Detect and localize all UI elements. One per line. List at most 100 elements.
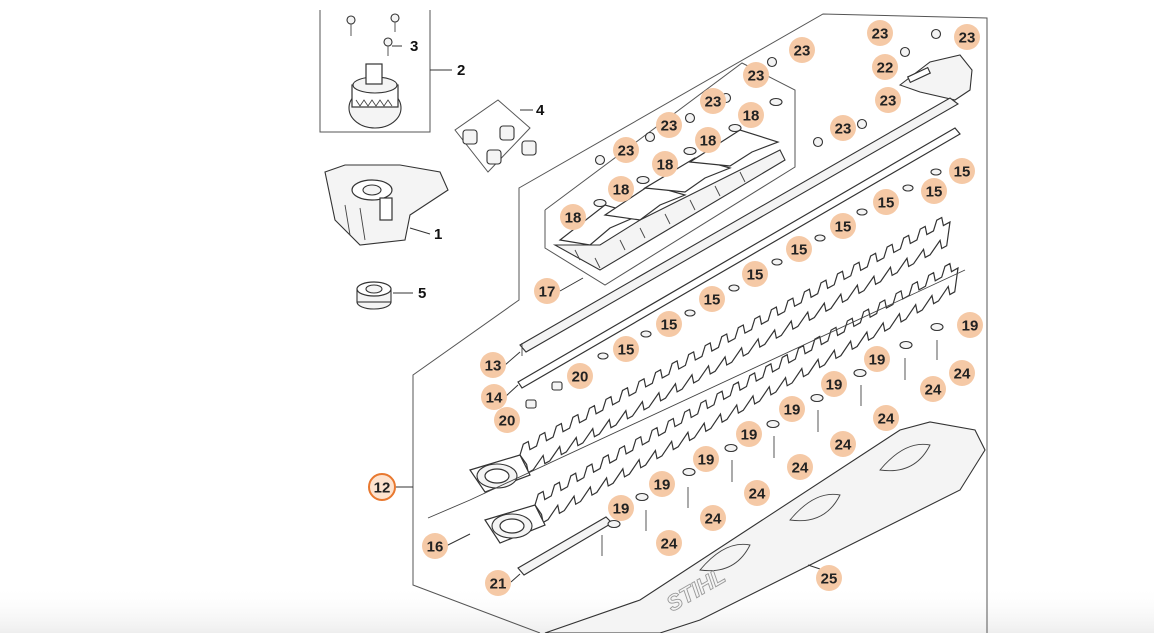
gear-head-frame [319,10,431,133]
callout-18: 18 [560,204,586,230]
callout-label: 20 [499,413,516,430]
leader-1 [409,227,431,235]
callout-label: 15 [704,292,721,309]
callout-label: 22 [877,60,894,77]
callout-label: 23 [959,30,976,47]
callout-24: 24 [656,530,682,556]
callout-label: 19 [826,377,843,394]
callout-22: 22 [872,54,898,80]
callout-18: 18 [738,102,764,128]
cutter-blade-upper [519,216,951,474]
flange-5 [356,281,392,310]
callout-15: 15 [786,236,812,262]
callout-label: 15 [954,164,971,181]
bolts-24 [601,340,938,556]
callout-label: 15 [618,342,635,359]
callout-15: 15 [656,311,682,337]
scabbard-25 [544,421,986,633]
callout-23: 23 [954,24,980,50]
callout-20: 20 [567,363,593,389]
plate-17-frame [544,62,796,286]
callout-23: 23 [789,37,815,63]
washers-15 [597,168,942,360]
callout-label: 19 [962,318,979,335]
callout-label: 23 [794,43,811,60]
callout-label: 23 [705,94,722,111]
callout-label: 24 [792,460,809,477]
callout-label: 19 [784,402,801,419]
callout-14: 14 [481,384,507,410]
callout-label: 15 [878,195,895,212]
callout-19: 19 [608,495,634,521]
bushing-frame [454,99,531,173]
callout-24: 24 [700,505,726,531]
callout-12: 12 [368,473,396,501]
callout-label: 24 [878,411,895,428]
callout-19: 19 [957,312,983,338]
callout-19: 19 [693,446,719,472]
callout-19: 19 [736,421,762,447]
callout-label: 23 [661,118,678,135]
callout-24: 24 [949,360,975,386]
callout-label: 19 [654,477,671,494]
callout-label: 19 [613,501,630,518]
callout-label: 15 [791,242,808,259]
callout-16: 16 [422,533,448,559]
spacers-20 [525,381,563,409]
gear-housing-2 [348,63,402,129]
callout-15: 15 [949,158,975,184]
callout-label: 15 [926,184,943,201]
callout-17: 17 [534,278,560,304]
callout-23: 23 [830,115,856,141]
callout-18: 18 [608,176,634,202]
callout-15: 15 [699,286,725,312]
callout-label: 24 [705,511,722,528]
callout-label: 15 [835,219,852,236]
callout-19: 19 [779,396,805,422]
screw-3a [346,15,356,36]
callout-23: 23 [875,87,901,113]
callout-label: 15 [661,317,678,334]
callout-label: 24 [925,382,942,399]
callout-15: 15 [830,213,856,239]
cutter-assembly-frame [412,13,988,633]
callout-label: 18 [657,157,674,174]
washers-18 [593,97,783,208]
callout-label: 18 [613,182,630,199]
callout-label: 13 [485,358,502,375]
gasket-16 [427,269,966,519]
screw-3b [390,13,400,32]
callout-label: 12 [374,480,391,497]
callout-15: 15 [921,178,947,204]
callout-23: 23 [656,112,682,138]
callout-label: 23 [748,68,765,85]
callout-label: 17 [539,284,556,301]
callout-label: 15 [747,267,764,284]
callout-24: 24 [830,431,856,457]
label-4: 4 [536,102,545,119]
callout-15: 15 [873,189,899,215]
callout-label: 24 [835,437,852,454]
label-5: 5 [418,285,426,302]
callout-label: 20 [572,369,589,386]
callout-15: 15 [742,261,768,287]
callout-label: 24 [661,536,678,553]
callout-24: 24 [873,405,899,431]
callout-24: 24 [787,454,813,480]
screw-3c [383,37,393,56]
blade-mount-upper [469,454,531,493]
callout-18: 18 [652,151,678,177]
callout-label: 24 [954,366,971,383]
callout-23: 23 [743,62,769,88]
callout-13: 13 [480,352,506,378]
callout-25: 25 [816,565,842,591]
callout-label: 14 [486,390,503,407]
rail-13 [519,97,959,356]
callout-label: 25 [821,571,838,588]
nuts-23 [594,28,942,166]
gasket-14 [517,127,961,389]
callout-21: 21 [485,570,511,596]
callout-label: 23 [835,121,852,138]
callout-label: 23 [872,26,889,43]
